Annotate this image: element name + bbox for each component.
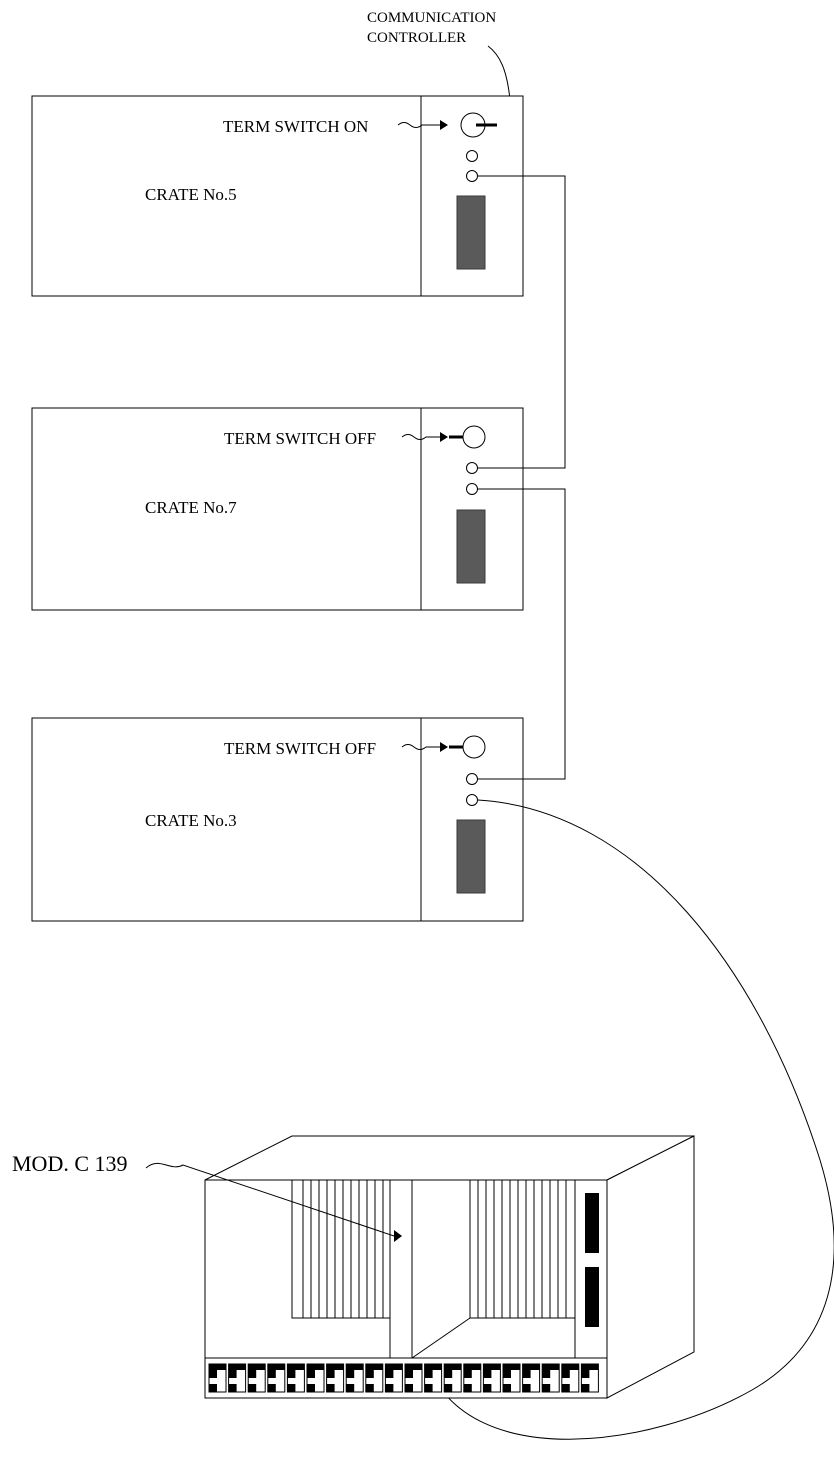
crate-3: TERM SWITCH OFF CRATE No.3 [31, 717, 524, 922]
crate-7-switch-pointer [401, 434, 440, 440]
fan-vent-step [307, 1384, 315, 1392]
fan-vent-step [522, 1384, 531, 1392]
fan-vent-step [522, 1364, 540, 1378]
crate-5: TERM SWITCH ON CRATE No.5 [31, 95, 524, 297]
fan-vent-step [424, 1364, 442, 1378]
fan-vent-step [209, 1364, 226, 1378]
fan-vent-step [444, 1384, 453, 1392]
fan-vent-step [503, 1384, 511, 1392]
controller-slot-bottom [585, 1267, 599, 1327]
fan-vent-step [463, 1384, 472, 1392]
crate-3-body [31, 717, 524, 922]
controller-label-line2: CONTROLLER [367, 30, 466, 46]
cable-crate5-to-crate7 [478, 175, 566, 469]
fan-vent-step [267, 1384, 276, 1392]
fan-tray-vents [208, 1363, 599, 1393]
crate-5-switch-label: TERM SWITCH ON [223, 117, 368, 136]
fan-vent-step [346, 1364, 364, 1378]
crate-7: TERM SWITCH OFF CRATE No.7 [31, 407, 524, 611]
crate-5-body [31, 95, 524, 297]
fan-vent-step [561, 1364, 579, 1378]
connector-port-in-icon[interactable] [466, 462, 478, 474]
fan-vent-step [287, 1384, 296, 1392]
camac-crate [204, 1135, 695, 1399]
controller-label-line1: COMMUNICATION [367, 10, 496, 26]
crate-7-name: CRATE No.7 [145, 498, 237, 517]
connector-port-out-icon[interactable] [466, 483, 478, 495]
connector-port-out-icon[interactable] [466, 794, 478, 806]
crate-7-switch-arrowhead [440, 432, 448, 442]
left-module-bank [291, 1180, 390, 1319]
module-label: MOD. C 139 [12, 1151, 128, 1176]
fan-vent-step [365, 1384, 374, 1392]
fan-vent-step [385, 1364, 403, 1378]
right-module-bank [411, 1180, 599, 1359]
fan-vent-step [483, 1384, 492, 1392]
crate-7-slot [456, 509, 486, 584]
crate-7-switch-label: TERM SWITCH OFF [224, 429, 376, 448]
fan-vent-step [267, 1364, 285, 1378]
fan-vent-step [326, 1364, 344, 1378]
fan-vent-step [365, 1364, 383, 1378]
cable-crate7-to-crate3 [478, 488, 566, 780]
fan-vent-step [542, 1364, 560, 1378]
module-c139-card[interactable] [389, 1179, 413, 1359]
crate-5-switch-arrowhead [440, 120, 448, 130]
fan-vent-step [444, 1364, 462, 1378]
fan-vent-step [385, 1384, 394, 1392]
module-pointer-line [145, 1162, 395, 1237]
crate-5-slot [456, 195, 486, 270]
controller-slot-top [585, 1193, 599, 1253]
fan-vent-step [287, 1364, 305, 1378]
camac-crate-side [606, 1135, 695, 1399]
term-switch-icon[interactable] [462, 425, 486, 449]
fan-vent-step [248, 1384, 257, 1392]
fan-vent-step [326, 1384, 335, 1392]
fan-tray [204, 1357, 608, 1399]
fan-vent-step [209, 1384, 217, 1392]
fan-vent-step [483, 1364, 501, 1378]
connector-port-icon[interactable] [466, 170, 478, 182]
controller-pointer-line [487, 45, 511, 101]
crate-3-switch-pointer [401, 744, 440, 750]
crate-3-slot [456, 819, 486, 894]
fan-vent-step [561, 1384, 570, 1392]
fan-vent-step [346, 1384, 355, 1392]
fan-vent-step [248, 1364, 266, 1378]
fan-vent-step [463, 1364, 481, 1378]
fan-vent-step [542, 1384, 551, 1392]
crate-5-switch-pointer [397, 122, 440, 128]
fan-vent-step [581, 1384, 590, 1392]
right-bank-outline [469, 1180, 575, 1319]
fan-vent-step [424, 1384, 433, 1392]
fan-vent-step [503, 1364, 520, 1378]
crate-5-name: CRATE No.5 [145, 185, 237, 204]
fan-vent-step [405, 1364, 422, 1378]
fan-vent-step [307, 1364, 324, 1378]
right-bank-floor-line [411, 1317, 471, 1359]
led-indicator-icon [466, 150, 478, 162]
fan-vent-step [228, 1364, 246, 1378]
term-switch-icon[interactable] [462, 735, 486, 759]
module-pointer-arrowhead [394, 1230, 402, 1242]
crate-3-switch-label: TERM SWITCH OFF [224, 739, 376, 758]
left-bank-outline [291, 1180, 390, 1319]
crate-3-switch-arrowhead [440, 742, 448, 752]
fan-vent-step [581, 1364, 599, 1378]
connector-port-in-icon[interactable] [466, 773, 478, 785]
crate-7-body [31, 407, 524, 611]
fan-vent-step [405, 1384, 413, 1392]
crate-3-name: CRATE No.3 [145, 811, 237, 830]
fan-vent-step [228, 1384, 237, 1392]
